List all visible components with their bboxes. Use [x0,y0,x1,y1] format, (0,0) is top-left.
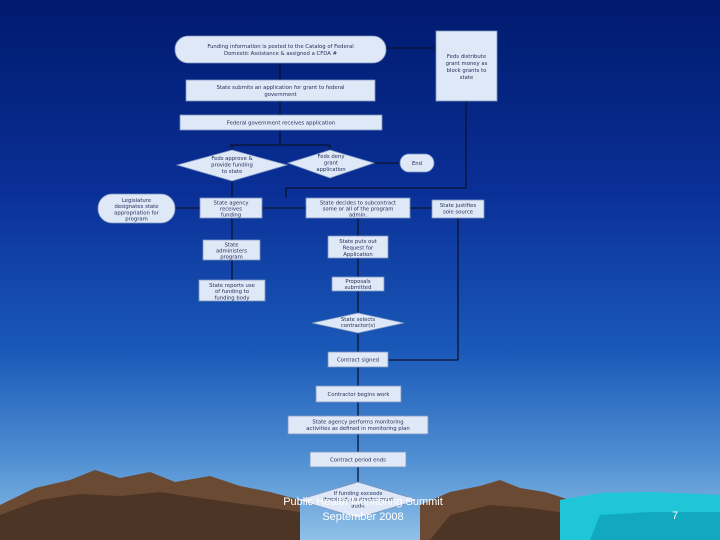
footer-date: September 2008 [322,511,404,523]
node-state-agency-receives-line2: receives [220,207,242,213]
node-feds-distribute-line1: Feds distribute [447,54,486,60]
node-feds-approve-line1: Feds approve & [211,156,252,162]
node-legislature-line2: designates state [114,204,158,210]
node-state-monitoring-line2: activities as defined in monitoring plan [306,426,409,432]
footer-title: Public Health Monitoring Summit [283,496,443,508]
node-state-reports-line1: State reports use [209,283,255,289]
node-state-selects-line1: State selects [341,317,375,323]
node-legislature-line3: appropriation for [114,210,159,216]
node-funding-posted-line2: Domestic Assistance & assigned a CFDA # [224,51,338,57]
node-contractor-begins-line1: Contractor begins work [328,392,391,398]
node-contract-signed: Contract signed [327,351,389,368]
svg-text:State agency performs monitori: State agency performs monitoringactiviti… [306,420,409,433]
node-proposals-submitted-line2: submitted [345,285,372,291]
node-state-decides-subcontract-line1: State decides to subcontract [320,201,396,207]
node-legislature-line1: Legislature [122,198,151,204]
node-state-monitoring-line1: State agency performs monitoring [312,420,403,426]
node-funding-exceeds-line2: threshold, contractor must [323,497,394,503]
svg-text:End: End [412,161,422,167]
node-feds-distribute-line4: state [460,75,473,81]
node-state-agency-receives-line3: funding [221,213,241,219]
node-state-selects-line2: contractor(s) [341,323,375,329]
node-state-justifies-line1: State justifies [440,203,476,209]
node-contract-period-ends-line1: Contract period ends [330,458,386,464]
svg-text:Federal government receives ap: Federal government receives application [227,121,335,127]
node-state-decides-subcontract-line3: admin. [349,213,368,219]
node-state-administers-line1: State [224,243,238,249]
flow-connectors [175,47,467,482]
node-funding-posted: Funding information is posted to the Cat… [174,35,387,64]
node-state-administers-line3: program [220,255,243,261]
svg-text:Contract signed: Contract signed [337,358,379,364]
node-state-reports-line2: of funding to [215,289,249,295]
node-feds-deny-line2: grant [324,161,338,167]
node-feds-approve-line2: provide funding [211,163,253,169]
node-federal-receives: Federal government receives application [179,114,383,131]
node-feds-distribute-line3: block grants to [447,68,487,74]
svg-text:Contractor begins work: Contractor begins work [328,392,391,398]
node-state-rfa-line1: State puts out [339,239,377,245]
svg-text:Contract period ends: Contract period ends [330,458,386,464]
node-state-rfa-line2: Request for [343,246,374,252]
page-number: 7 [671,510,679,522]
node-state-decides-subcontract-line2: some or all of the program [323,207,394,213]
node-contractor-begins: Contractor begins work [315,385,402,403]
node-state-submits: State submits an application for grant t… [185,79,376,102]
node-state-submits-line2: government [264,92,296,98]
node-feds-deny-line3: application [316,167,345,173]
node-state-reports-line3: funding body [215,295,250,301]
node-federal-receives-line1: Federal government receives application [227,121,335,127]
svg-text:Funding information is posted: Funding information is posted to the Cat… [207,44,353,57]
node-end: End [399,153,435,173]
node-contract-signed-line1: Contract signed [337,358,379,364]
node-funding-exceeds-line1: If funding exceeds [334,491,383,497]
node-feds-distribute-line2: grant money as [446,61,488,67]
node-end-line1: End [412,161,422,167]
node-feds-deny-line1: Feds deny [318,154,345,160]
node-funding-exceeds-line3: audit [351,503,365,509]
node-feds-approve-line3: to state [222,169,242,175]
node-state-agency-receives-line1: State agency [214,201,249,207]
node-state-justifies-line2: sole source [443,210,473,216]
svg-text:State submits an application f: State submits an application for grant t… [216,85,344,98]
node-legislature-line4: program [125,217,148,223]
node-proposals-submitted-line1: Proposals [345,279,370,285]
node-state-submits-line1: State submits an application for grant t… [216,85,344,91]
node-state-rfa-line3: Application [343,252,373,258]
node-funding-posted-line1: Funding information is posted to the Cat… [207,44,353,50]
node-state-administers-line2: administers [216,249,247,255]
node-contract-period-ends: Contract period ends [309,451,407,468]
